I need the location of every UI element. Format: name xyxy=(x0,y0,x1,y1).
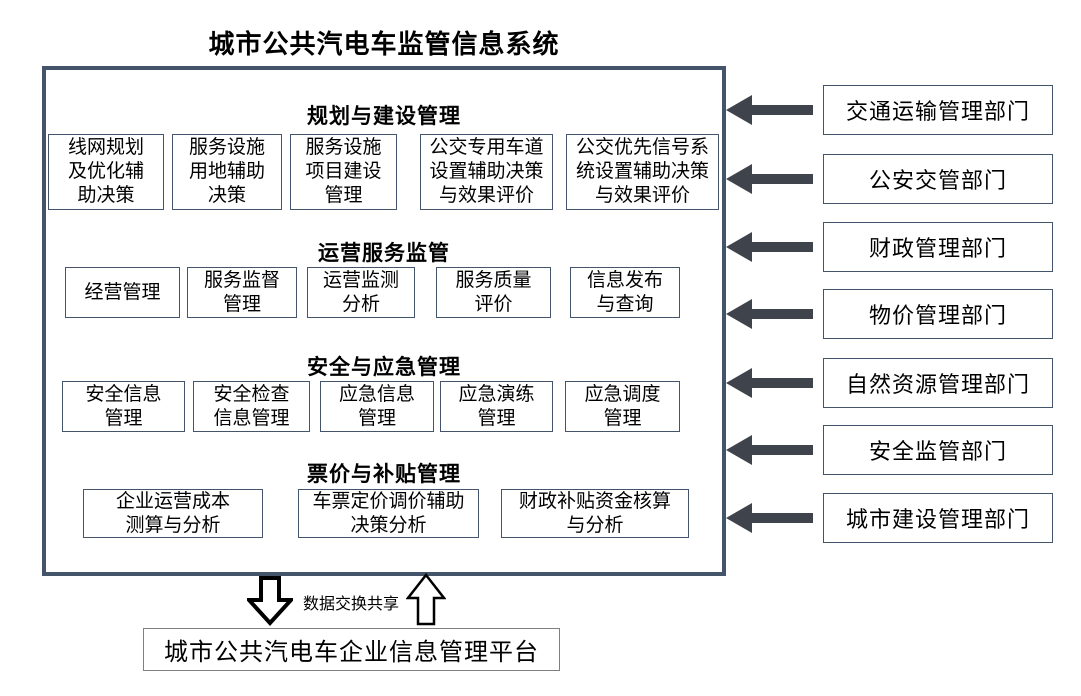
module-box: 应急调度 管理 xyxy=(565,381,680,432)
up-arrow-icon xyxy=(406,573,446,626)
arrow-head-icon xyxy=(726,503,752,533)
section-planning-header: 规划与建设管理 xyxy=(307,105,461,128)
arrow-shaft xyxy=(750,105,813,115)
module-box: 经营管理 xyxy=(65,267,180,318)
dept-price-box: 物价管理部门 xyxy=(823,289,1053,339)
section-operation-header: 运营服务监管 xyxy=(318,242,450,265)
dept-natural-resources-box: 自然资源管理部门 xyxy=(823,358,1053,408)
arrow-shaft xyxy=(750,445,813,455)
module-box: 线网规划 及优化辅 助决策 xyxy=(48,134,164,210)
connector-arrow-left xyxy=(726,232,823,262)
dept-finance-box: 财政管理部门 xyxy=(823,222,1053,272)
module-box: 企业运营成本 测算与分析 xyxy=(83,489,263,538)
down-arrow-icon xyxy=(247,576,293,626)
module-box: 安全信息 管理 xyxy=(62,381,185,432)
dept-public-security-box: 公安交管部门 xyxy=(823,154,1053,204)
module-box: 应急信息 管理 xyxy=(320,381,434,432)
connector-arrow-left xyxy=(726,435,823,465)
module-box: 信息发布 与查询 xyxy=(570,267,680,318)
diagram-title: 城市公共汽电车监管信息系统 xyxy=(208,29,560,59)
arrow-head-icon xyxy=(726,232,752,262)
module-box: 车票定价调价辅助 决策分析 xyxy=(298,489,479,538)
connector-arrow-left xyxy=(726,164,823,194)
arrow-shaft xyxy=(750,513,813,523)
connector-arrow-left xyxy=(726,95,823,125)
module-box: 公交优先信号系 统设置辅助决策 与效果评价 xyxy=(566,134,719,210)
section-fare-header: 票价与补贴管理 xyxy=(307,463,461,486)
section-safety-header: 安全与应急管理 xyxy=(307,356,461,379)
arrow-shaft xyxy=(750,174,813,184)
arrow-head-icon xyxy=(726,164,752,194)
module-box: 应急演练 管理 xyxy=(440,381,553,432)
module-box: 服务质量 评价 xyxy=(436,267,551,318)
module-box: 财政补贴资金核算 与分析 xyxy=(501,489,689,538)
platform-box: 城市公共汽电车企业信息管理平台 xyxy=(143,628,560,671)
dept-transport-box: 交通运输管理部门 xyxy=(823,85,1053,135)
module-box: 公交专用车道 设置辅助决策 与效果评价 xyxy=(420,134,553,210)
arrow-head-icon xyxy=(726,95,752,125)
module-box: 安全检查 信息管理 xyxy=(193,381,310,432)
module-box: 服务设施 用地辅助 决策 xyxy=(172,134,282,210)
arrow-head-icon xyxy=(726,299,752,329)
arrow-shaft xyxy=(750,242,813,252)
arrow-head-icon xyxy=(726,368,752,398)
arrow-shaft xyxy=(750,378,813,388)
module-box: 运营监测 分析 xyxy=(307,267,415,318)
dept-safety-supervision-box: 安全监管部门 xyxy=(823,425,1053,475)
arrow-head-icon xyxy=(726,435,752,465)
connector-arrow-left xyxy=(726,368,823,398)
supervision-system-box: 规划与建设管理 线网规划 及优化辅 助决策 服务设施 用地辅助 决策 服务设施 … xyxy=(42,66,726,576)
module-box: 服务设施 项目建设 管理 xyxy=(290,134,397,210)
dept-urban-construction-box: 城市建设管理部门 xyxy=(823,493,1053,543)
arrow-shaft xyxy=(750,309,813,319)
connector-arrow-left xyxy=(726,299,823,329)
exchange-label: 数据交换共享 xyxy=(302,596,399,613)
module-box: 服务监督 管理 xyxy=(187,267,297,318)
connector-arrow-left xyxy=(726,503,823,533)
